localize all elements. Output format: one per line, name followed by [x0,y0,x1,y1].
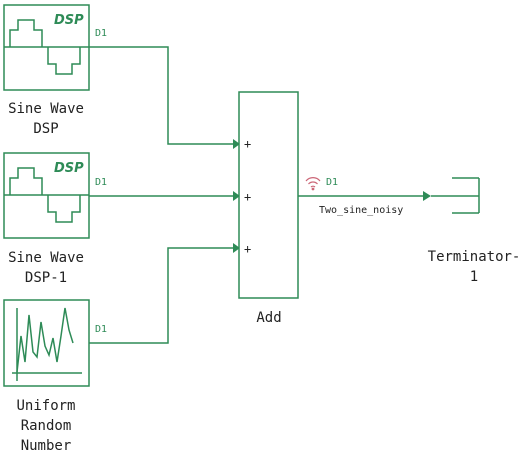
block-label-line2: Random [21,418,72,434]
output-port-label: D1 [95,324,107,335]
arrowhead-add-in3 [233,243,240,253]
wireless-icon [305,177,321,191]
sine-wave-dsp-block[interactable]: DSP D1 Sine Wave DSP [3,4,107,137]
input-sign-1: + [244,137,251,151]
terminator-icon [431,177,480,214]
signal-name-label[interactable]: Two_sine_noisy [319,205,403,216]
block-frame [238,91,299,299]
block-label-line2: DSP-1 [25,270,67,286]
random-signal-icon [12,307,82,381]
block-label-line2: 1 [470,269,478,285]
sine-wave-dsp-icon [4,167,89,223]
input-sign-3: + [244,242,251,256]
add-block[interactable]: + + + Add [238,91,299,326]
block-label: Add [256,310,281,326]
arrowhead-terminator-in [423,191,431,201]
signal-line-uniform-to-add[interactable] [89,247,233,344]
sine-wave-dsp-icon [4,19,89,75]
arrowhead-add-in1 [233,139,240,149]
block-label-line1: Sine Wave [8,250,84,266]
block-label-line1: Uniform [16,398,75,414]
block-label-line1: Sine Wave [8,101,84,117]
signal-lines [89,46,424,344]
block-label-line3: Number [21,438,72,454]
terminator-block[interactable]: Terminator- 1 [428,177,521,285]
output-port-label: D1 [95,177,107,188]
signal-line-sine1-to-add[interactable] [89,46,233,145]
add-output-port-label: D1 [326,177,338,188]
output-port-label: D1 [95,28,107,39]
dsp-badge: DSP [54,13,84,28]
dsp-badge: DSP [54,161,84,176]
block-label-line1: Terminator- [428,249,521,265]
uniform-random-number-block[interactable]: D1 Uniform Random Number [3,299,107,454]
input-sign-2: + [244,190,251,204]
signal-arrows [233,139,431,253]
block-label-line2: DSP [33,121,58,137]
block-frame [3,299,90,387]
sine-wave-dsp-1-block[interactable]: DSP D1 Sine Wave DSP-1 [3,152,107,286]
arrowhead-add-in2 [233,191,240,201]
